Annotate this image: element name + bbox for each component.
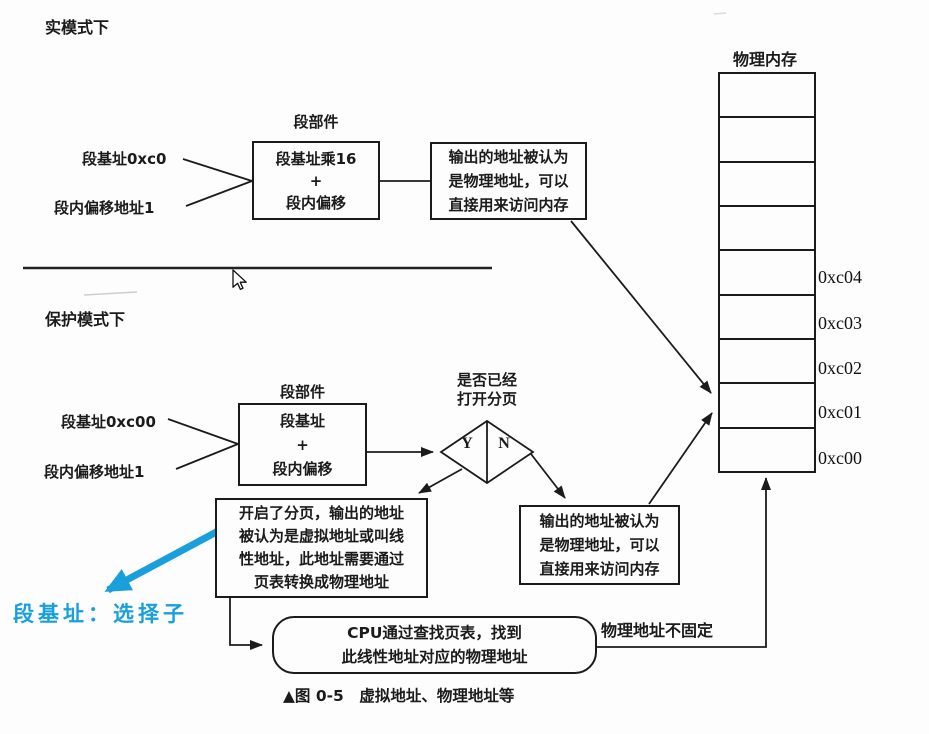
protected-mode-segment-base-label: 段基址0xc00 [61, 413, 156, 431]
cpu-page-table-lookup-box: CPU通过查找页表，找到 此线性地址对应的物理地址 [272, 616, 597, 674]
output-line: 输出的地址被认为 [448, 148, 569, 166]
arrow-decision-yes [418, 468, 463, 494]
segment-unit-line: + [296, 435, 309, 454]
memory-cell [720, 296, 814, 340]
memory-cell [720, 118, 814, 163]
memory-cell [720, 429, 814, 471]
arrow-paging-to-cpu-lookup [229, 598, 263, 650]
memory-cell [720, 251, 814, 296]
selector-annotation-arrow [104, 525, 224, 594]
memory-address-label: 0xc00 [818, 448, 862, 468]
selector-note: 段基址：选择子 [13, 602, 188, 626]
physical-memory-title: 物理内存 [732, 50, 797, 69]
segment-unit-line: 段内偏移 [272, 459, 333, 478]
decision-question-line: 打开分页 [456, 390, 517, 408]
output-line: 是物理地址，可以 [448, 172, 569, 190]
protected-mode-segment-unit-title: 段部件 [279, 383, 325, 401]
memory-cell [720, 163, 814, 207]
decision-no-label: N [498, 435, 510, 452]
memory-address-label: 0xc03 [818, 313, 862, 333]
memory-cell [720, 340, 814, 385]
arrow-protected-output-to-memory [648, 412, 713, 505]
real-mode-section-title: 实模式下 [45, 18, 110, 37]
memory-address-label: 0xc04 [818, 267, 862, 287]
paging-enabled-line: 页表转换成物理地址 [253, 573, 389, 591]
paging-disabled-line: 是物理地址，可以 [539, 536, 660, 554]
paging-disabled-line: 输出的地址被认为 [539, 512, 660, 530]
arrow-decision-no [530, 453, 566, 499]
cpu-lookup-line: CPU通过查找页表，找到 [347, 624, 522, 642]
real-mode-segment-base-label: 段基址0xc0 [82, 150, 167, 168]
physical-address-not-fixed-note: 物理地址不固定 [601, 621, 714, 640]
protected-mode-section-title: 保护模式下 [45, 310, 126, 329]
decision-question-line: 是否已经 [456, 371, 517, 389]
real-mode-input-lines [182, 158, 712, 394]
segment-unit-line: 段基址 [279, 411, 325, 430]
memory-cell [720, 384, 814, 429]
paging-disabled-line: 直接用来访问内存 [539, 560, 660, 578]
decision-diamond [439, 419, 535, 485]
memory-address-label: 0xc01 [818, 402, 862, 422]
memory-address-label: 0xc02 [818, 358, 862, 378]
paging-enabled-line: 开启了分页，输出的地址 [238, 504, 404, 522]
real-mode-offset-label: 段内偏移地址1 [54, 199, 155, 217]
protected-mode-input-lines [167, 418, 434, 470]
memory-cell [720, 74, 814, 119]
real-mode-segment-unit-title: 段部件 [293, 113, 339, 131]
mouse-cursor-icon [232, 269, 247, 291]
arrow-real-output-to-memory [570, 220, 712, 394]
figure-caption: ▲图 0-5 虚拟地址、物理地址等 [283, 687, 515, 705]
output-line: 直接用来访问内存 [448, 196, 569, 214]
real-mode-segment-unit-box: 段基址乘16 + 段内偏移 [252, 141, 380, 220]
protected-mode-offset-label: 段内偏移地址1 [44, 463, 145, 481]
physical-memory-table [718, 72, 816, 473]
arrow-cpu-lookup-to-memory [597, 477, 771, 648]
paging-enabled-box: 开启了分页，输出的地址 被认为是虚拟地址或叫线 性地址，此地址需要通过 页表转换… [215, 498, 428, 598]
segment-unit-line: 段内偏移 [285, 193, 346, 212]
scan-artifact [83, 291, 138, 296]
cpu-lookup-line: 此线性地址对应的物理地址 [341, 648, 528, 666]
memory-cell [720, 207, 814, 252]
paging-enabled-line: 性地址，此地址需要通过 [238, 550, 404, 568]
scan-artifact [713, 12, 727, 15]
protected-mode-segment-unit-box: 段基址 + 段内偏移 [238, 403, 367, 486]
segment-unit-line: 段基址乘16 [275, 149, 357, 168]
segment-unit-line: + [309, 171, 323, 190]
decision-yes-label: Y [461, 435, 473, 452]
decision-question: 是否已经 打开分页 [437, 371, 537, 409]
paging-disabled-box: 输出的地址被认为 是物理地址，可以 直接用来访问内存 [519, 505, 680, 585]
paging-enabled-line: 被认为是虚拟地址或叫线 [238, 527, 404, 545]
real-mode-output-box: 输出的地址被认为 是物理地址，可以 直接用来访问内存 [430, 142, 587, 220]
